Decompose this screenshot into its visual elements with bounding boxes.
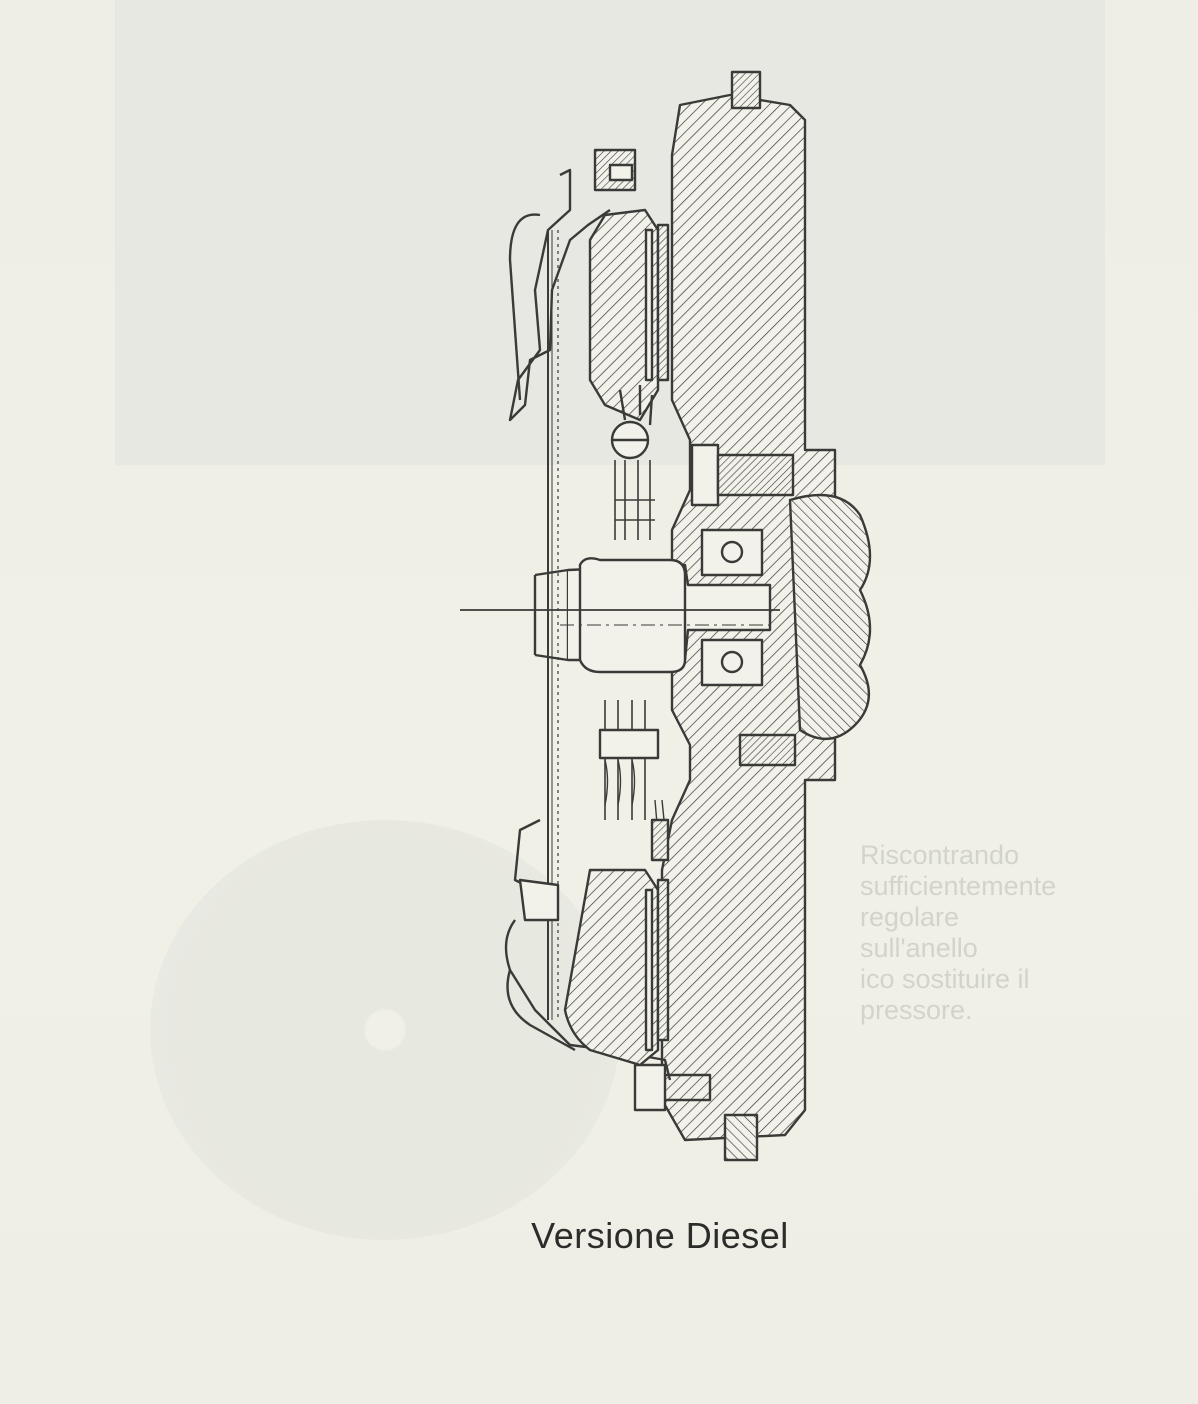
clutch-cross-section-icon bbox=[460, 70, 872, 1162]
figure-caption: Versione Diesel bbox=[531, 1215, 789, 1256]
show-through-line: sull'anello bbox=[860, 933, 978, 963]
show-through-line: sufficientemente bbox=[860, 871, 1057, 901]
show-through-line: pressore. bbox=[860, 995, 973, 1025]
show-through-line: regolare bbox=[860, 902, 960, 932]
show-through-text: Riscontrando sufficientemente regolare s… bbox=[860, 840, 1100, 1026]
show-through-line: ico sostituire il bbox=[860, 964, 1030, 994]
show-through-line: Riscontrando bbox=[860, 840, 1020, 870]
